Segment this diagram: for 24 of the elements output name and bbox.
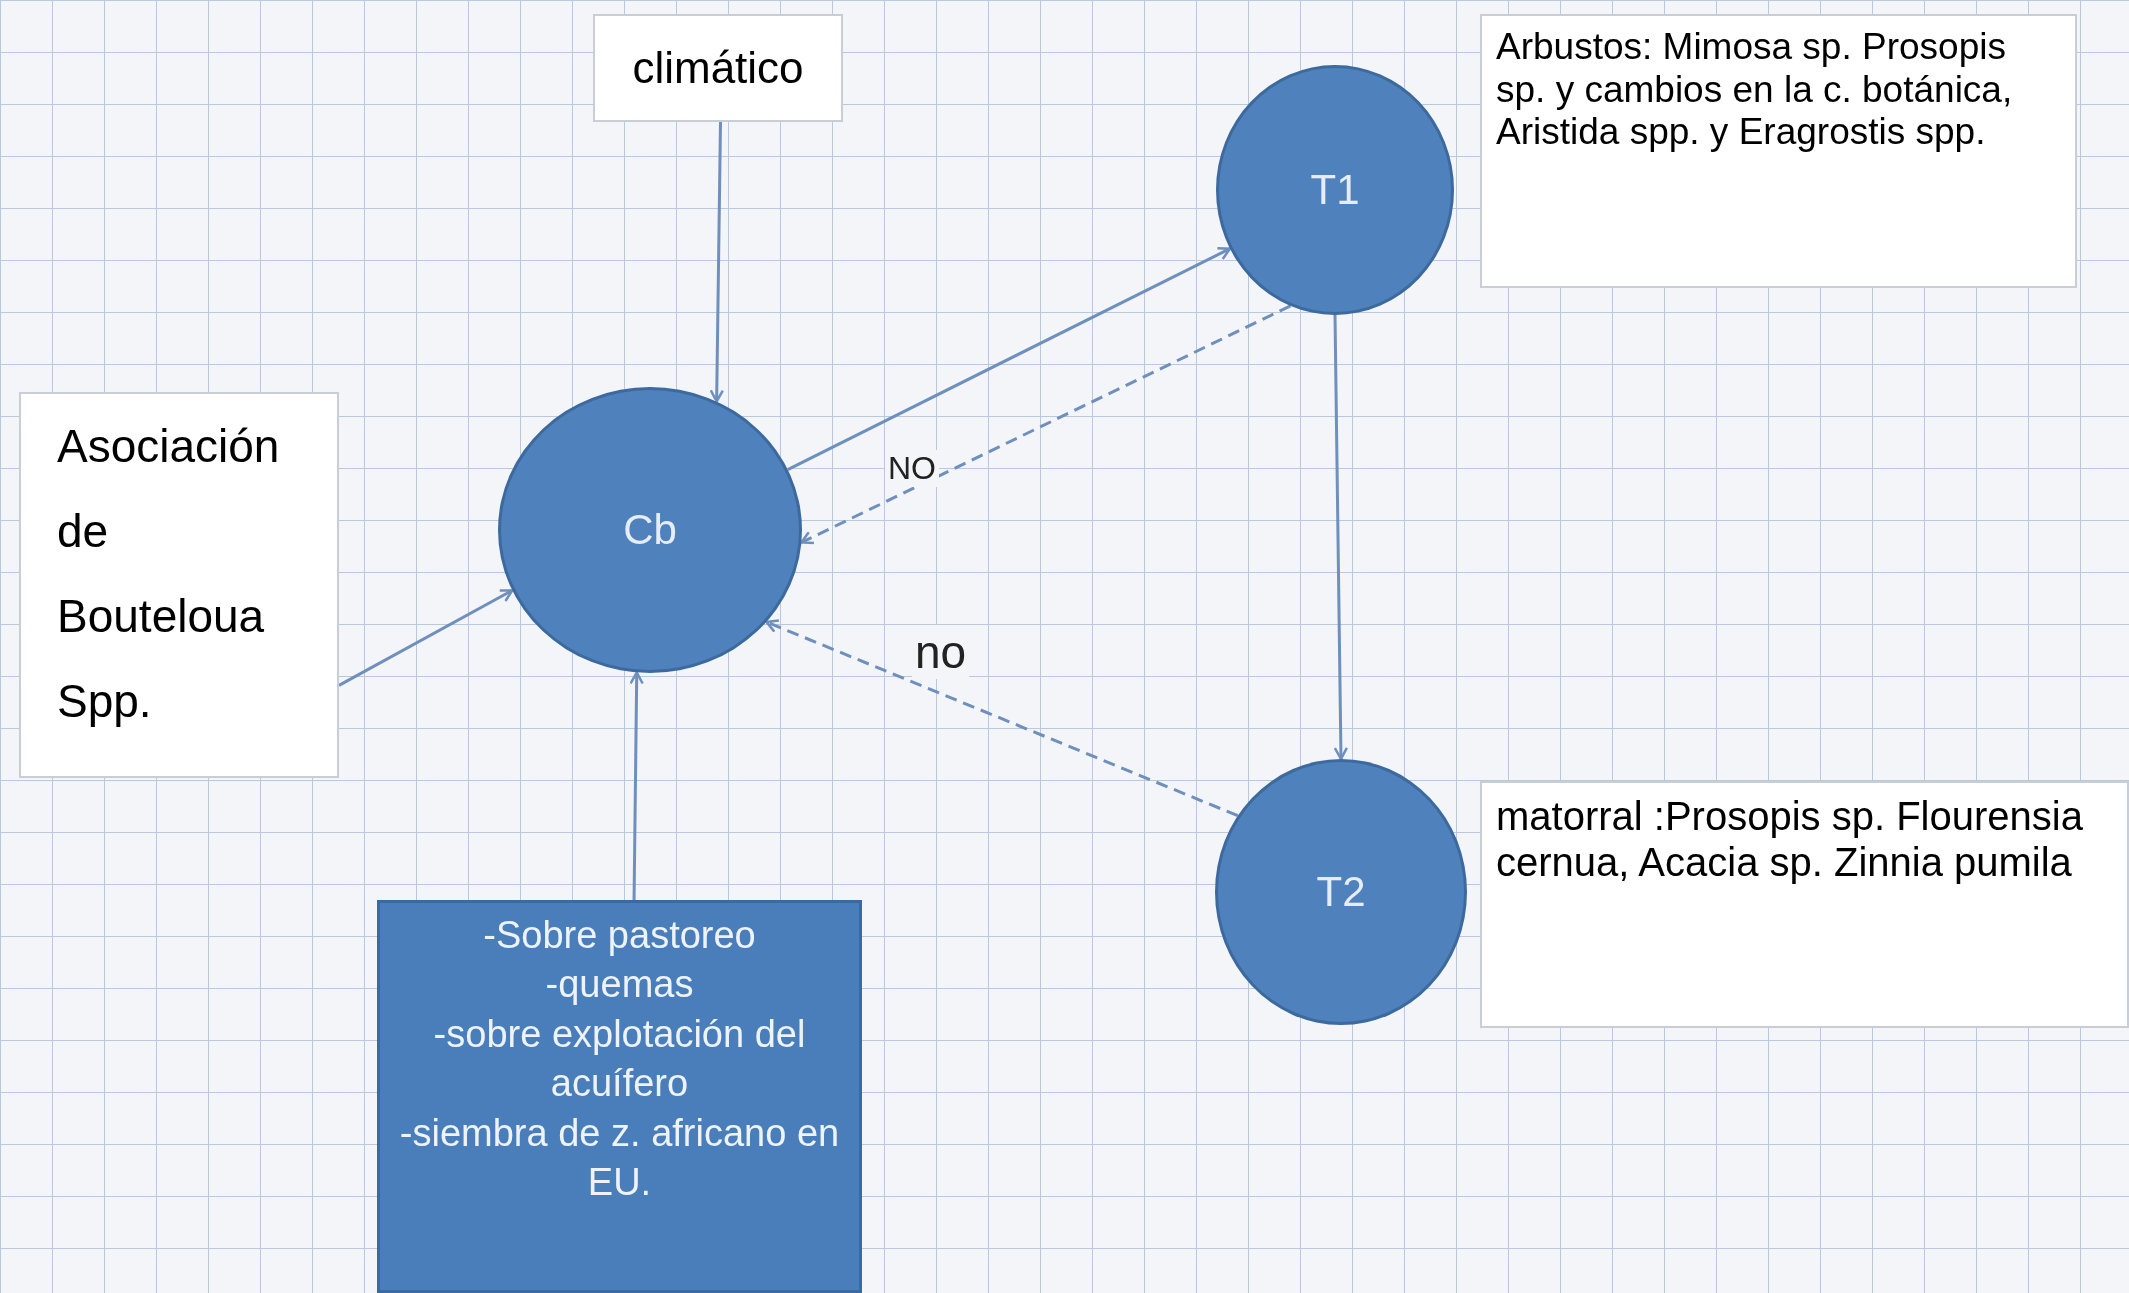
edge-label: NO — [885, 450, 939, 487]
state-label: Cb — [623, 506, 677, 554]
cause-box — [377, 900, 862, 1293]
node-text: climático — [632, 42, 804, 94]
arrow — [629, 671, 644, 901]
state-label: T2 — [1316, 868, 1366, 916]
node-text: Arbustos: Mimosa sp. Prosopis sp. y cambios en la c. botánica, Aristida spp. y Eragrostis spp. — [1496, 26, 2014, 154]
node-text: -sobre explotación del acuífero — [432, 1011, 807, 1107]
text-box — [19, 392, 339, 778]
text-box — [1480, 14, 2077, 288]
node-text: matorral :Prosopis sp. Flourensia cernua, Acacia sp. Zinnia pumila — [1496, 793, 2084, 885]
arrow — [338, 589, 514, 687]
node-text: -quemas — [544, 962, 695, 1008]
node-text: -Sobre pastoreo — [482, 913, 757, 958]
text-box — [1480, 781, 2129, 1028]
node-text: -siembra de z. africano en EU. — [398, 1110, 841, 1205]
text-box — [593, 14, 843, 122]
state-label: T1 — [1310, 166, 1360, 214]
node-text: Asociación de Bouteloua Spp. — [57, 419, 281, 730]
edge-label: no — [912, 625, 970, 679]
arrow — [787, 247, 1232, 471]
arrow — [800, 304, 1292, 545]
arrow — [1333, 315, 1349, 761]
arrow — [765, 619, 1239, 818]
